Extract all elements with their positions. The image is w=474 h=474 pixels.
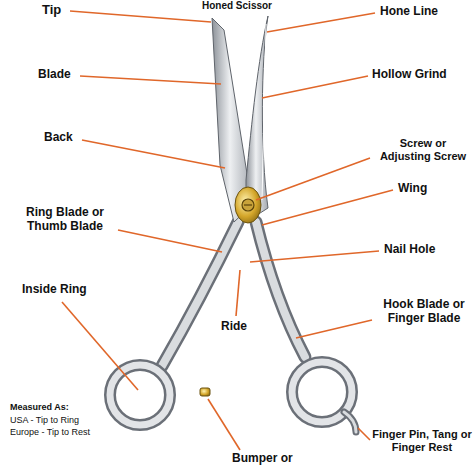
part-label: Measured As:	[10, 402, 105, 412]
finger-rest	[344, 412, 356, 432]
part-label: Wing	[398, 182, 458, 196]
adjusting-screw	[242, 199, 254, 211]
screw-slot	[244, 204, 252, 205]
leader-line	[62, 11, 393, 450]
part-label: Europe - Tip to Rest	[10, 427, 110, 437]
hone-line	[262, 24, 266, 200]
part-label: Ring Blade or Thumb Blade	[10, 206, 120, 234]
part-label: Ride	[221, 320, 261, 334]
diagram-title: Honed Scissor	[187, 0, 287, 11]
part-label: Bumper or	[232, 452, 312, 466]
part-label: Hollow Grind	[372, 68, 470, 82]
part-label: Back	[44, 131, 89, 145]
bumper	[200, 388, 210, 396]
part-label: Nail Hole	[384, 243, 470, 257]
part-label: Tip	[42, 3, 82, 18]
finger-ring	[110, 362, 352, 425]
part-label: Hook Blade or Finger Blade	[376, 298, 472, 326]
part-label: Finger Pin, Tang or Finger Rest	[372, 428, 472, 453]
part-label: Blade	[38, 68, 88, 82]
pivot-plate	[235, 187, 261, 223]
part-label: Inside Ring	[22, 283, 112, 297]
part-label: Screw or Adjusting Screw	[374, 137, 472, 162]
part-label: Hone Line	[380, 5, 470, 19]
part-label: USA - Tip to Ring	[10, 415, 110, 425]
